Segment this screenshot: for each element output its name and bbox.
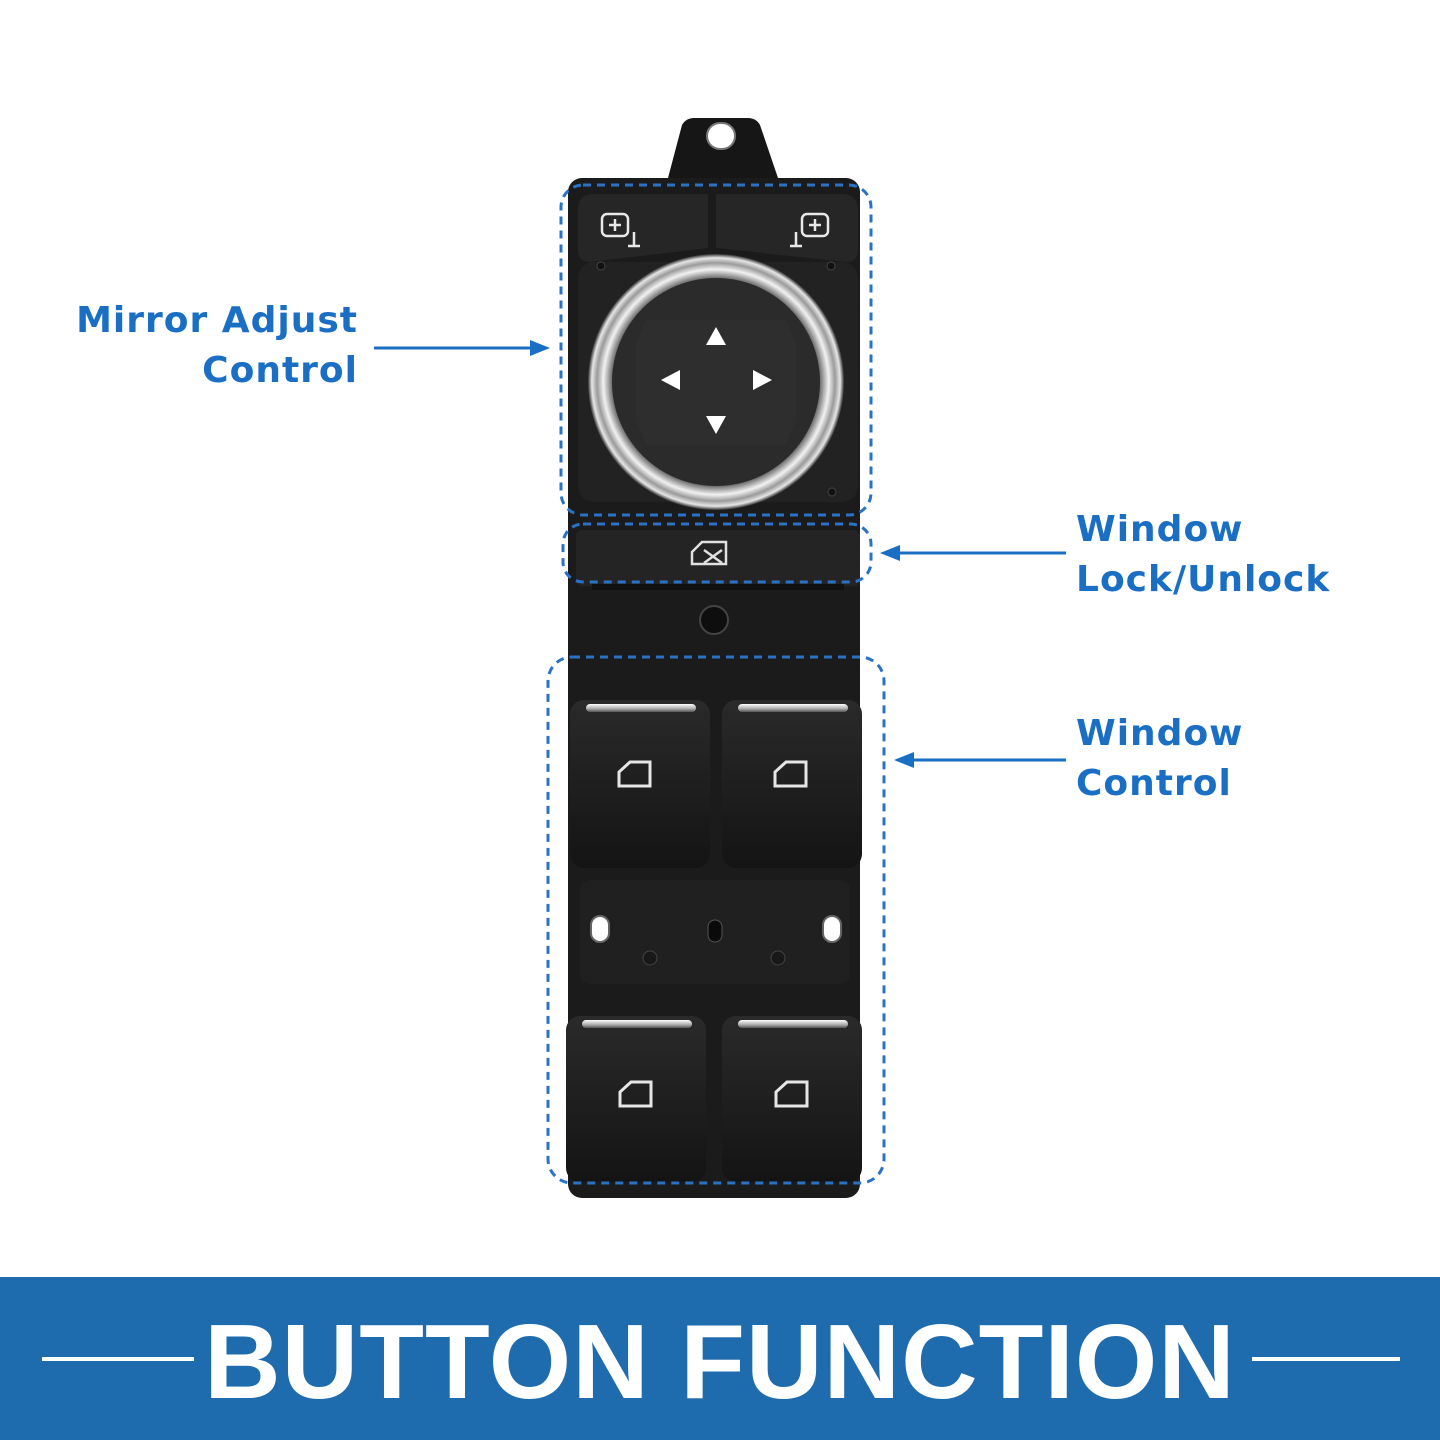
mirror-left-icon[interactable] (600, 212, 640, 248)
window-switch-illustration (374, 118, 1066, 1198)
small-round-button[interactable] (699, 605, 729, 635)
mirror-adjust-label: Mirror Adjust Control (76, 296, 358, 396)
window-icon (774, 1080, 809, 1108)
lock-arrow (880, 545, 1066, 561)
arrow-left-icon[interactable] (661, 370, 680, 390)
window-highlight (546, 655, 886, 1185)
window-icon (617, 760, 652, 788)
label-line: Control (1076, 763, 1232, 804)
window-arrow (894, 752, 1066, 768)
mirror-highlight (559, 183, 873, 517)
mounting-tab (668, 118, 778, 178)
arrow-up-icon[interactable] (706, 327, 726, 345)
label-line: Control (202, 350, 358, 391)
product-photo: Mirror Adjust Control Window Lock/Unlock… (76, 118, 1330, 1198)
label-line: Mirror Adjust (76, 300, 358, 341)
arrow-down-icon[interactable] (706, 416, 726, 434)
mirror-adjust-dial[interactable] (588, 254, 844, 510)
window-lock-icon (690, 540, 728, 566)
mirror-right-icon[interactable] (790, 212, 830, 248)
window-button-front-right[interactable] (722, 700, 862, 868)
label-line: Window (1076, 713, 1244, 754)
window-lock-label: Window Lock/Unlock (1076, 505, 1330, 605)
window-icon (773, 760, 808, 788)
arrow-right-icon[interactable] (753, 370, 772, 390)
window-control-label: Window Control (1076, 709, 1243, 809)
window-lock-button[interactable] (576, 530, 860, 590)
mounting-plate (580, 880, 850, 984)
title-banner: BUTTON FUNCTION (0, 1277, 1440, 1440)
window-button-rear-right[interactable] (722, 1016, 862, 1182)
mirror-arrow (374, 340, 550, 356)
window-icon (618, 1080, 653, 1108)
window-button-front-left[interactable] (570, 700, 710, 868)
label-line: Window (1076, 509, 1244, 550)
window-button-rear-left[interactable] (566, 1016, 706, 1182)
label-line: Lock/Unlock (1076, 559, 1331, 600)
banner-divider-left (42, 1357, 194, 1361)
banner-divider-right (1252, 1357, 1400, 1361)
banner-title: BUTTON FUNCTION (204, 1303, 1236, 1421)
lock-highlight (561, 522, 873, 584)
